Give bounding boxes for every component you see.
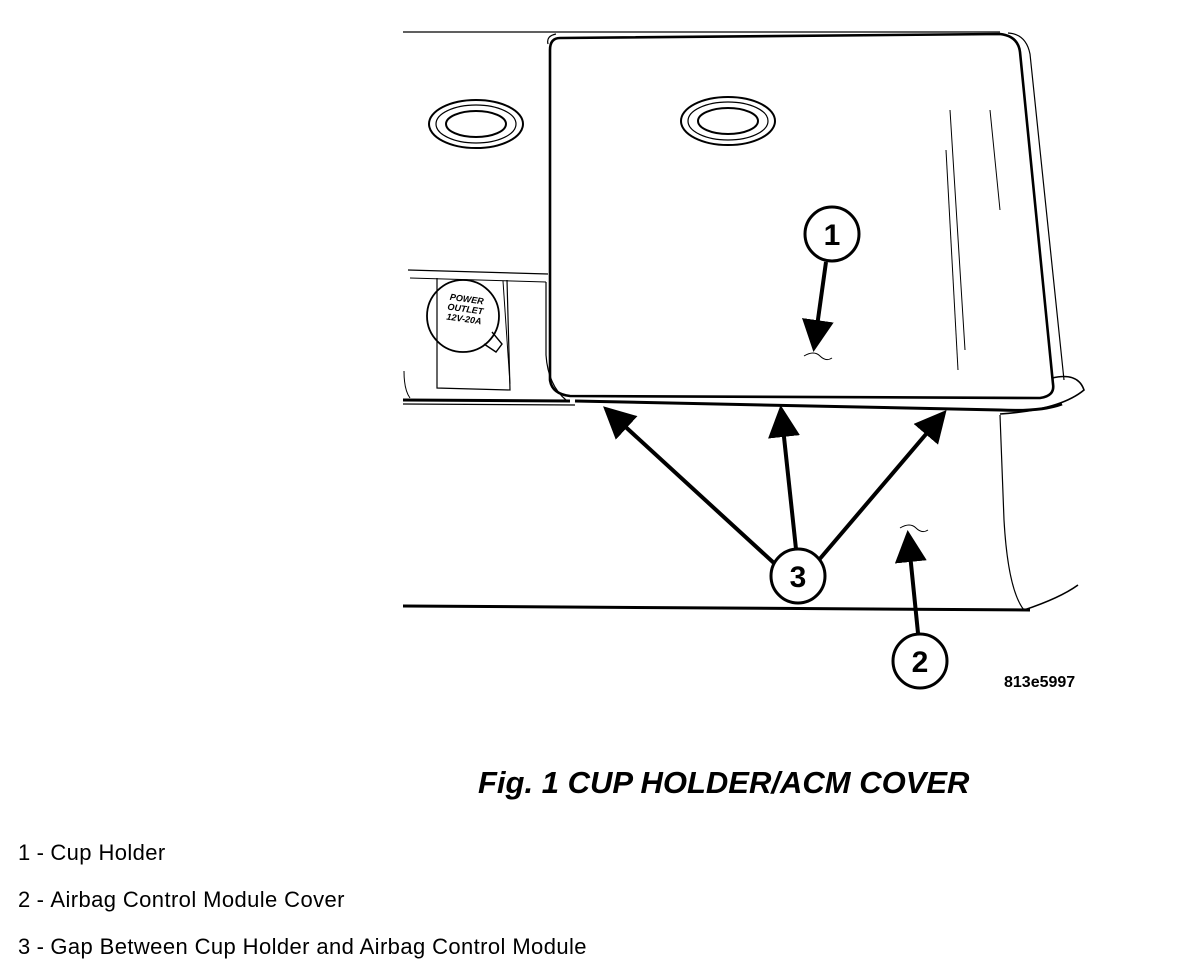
callout-3-number: 3 <box>790 561 807 594</box>
callout-2: 2 <box>891 632 949 690</box>
legend-item-number: 2 <box>18 887 31 912</box>
console-body <box>402 31 1085 612</box>
legend-item-number: 3 <box>18 934 31 959</box>
callout-1-number: 1 <box>824 219 841 252</box>
legend-item-label: Airbag Control Module Cover <box>50 887 345 912</box>
legend-item: 2-Airbag Control Module Cover <box>18 885 587 932</box>
cup-hole-center <box>680 96 776 146</box>
callout-1: 1 <box>803 205 861 263</box>
callout-3: 3 <box>769 547 827 605</box>
callout-1-leader <box>802 261 834 352</box>
callout-2-leader <box>894 530 927 634</box>
legend-item-separator: - <box>36 934 45 959</box>
legend-item-separator: - <box>36 840 45 865</box>
callout-2-number: 2 <box>912 646 929 679</box>
legend-item: 3-Gap Between Cup Holder and Airbag Cont… <box>18 932 587 979</box>
legend-item-separator: - <box>36 887 45 912</box>
cup-hole-left <box>428 99 524 149</box>
figure-id: 813e5997 <box>1004 674 1075 691</box>
legend-item-number: 1 <box>18 840 31 865</box>
cup-holder-panel <box>545 32 1065 533</box>
legend-item-label: Gap Between Cup Holder and Airbag Contro… <box>50 934 587 959</box>
power-outlet-label: POWEROUTLET12V-20A <box>446 292 487 327</box>
legend-item-label: Cup Holder <box>50 840 166 865</box>
legend: 1-Cup Holder 2-Airbag Control Module Cov… <box>18 838 587 979</box>
power-outlet-label-line: POWER <box>449 292 485 307</box>
power-outlet: POWEROUTLET12V-20A <box>426 278 511 391</box>
callout-3-leaders <box>603 405 947 566</box>
power-outlet-label-line: 12V-20A <box>446 312 482 327</box>
legend-item: 1-Cup Holder <box>18 838 587 885</box>
figure-caption: Fig. 1 CUP HOLDER/ACM COVER <box>478 765 970 800</box>
